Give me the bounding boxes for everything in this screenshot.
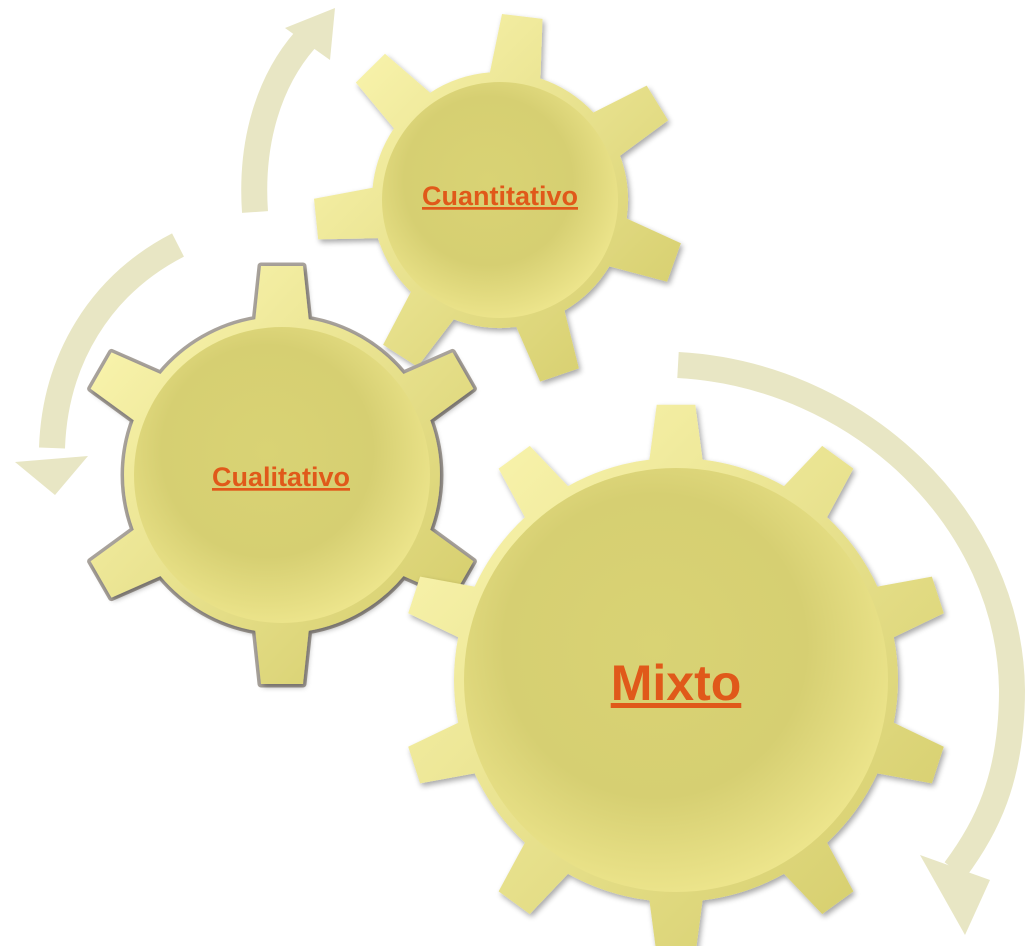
label-cualitativo[interactable]: Cualitativo: [212, 462, 350, 492]
cycle-arrows: [15, 8, 1026, 935]
gear-cualitativo-hub: [134, 327, 430, 623]
gear-cualitativo: [87, 262, 477, 688]
label-cuantitativo[interactable]: Cuantitativo: [422, 181, 578, 211]
gear-cuantitativo-hub: [382, 82, 618, 318]
arrow-left-shaft: [39, 233, 185, 449]
arrow-left-head: [15, 456, 88, 495]
arrow-right-shaft: [677, 352, 1026, 878]
arrow-right-head: [920, 855, 990, 935]
label-mixto[interactable]: Mixto: [611, 655, 742, 711]
gear-mixto-hub: [464, 468, 888, 892]
gear-mixto: [408, 404, 944, 946]
gear-cuantitativo: [314, 14, 681, 382]
arrow-top-head: [285, 8, 335, 60]
arrow-top-shaft: [241, 31, 315, 213]
